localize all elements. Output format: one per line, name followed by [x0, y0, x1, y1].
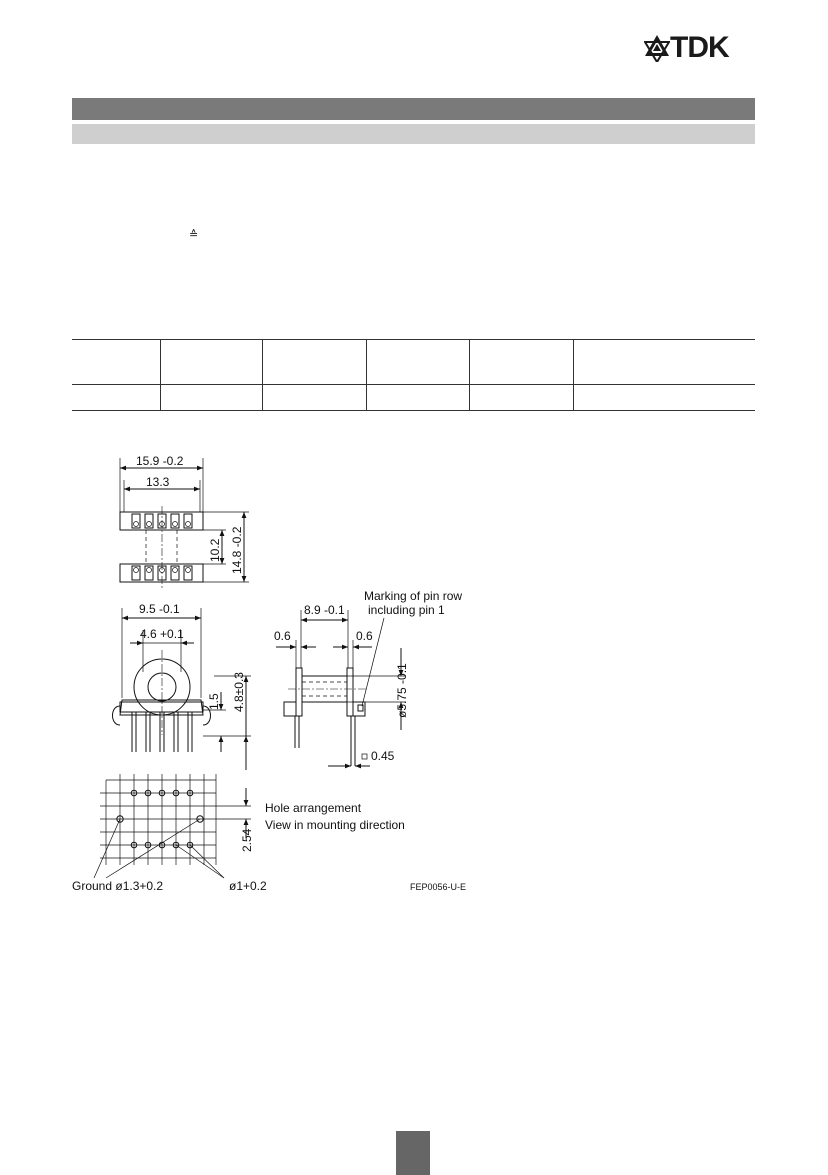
- spec-table: [72, 339, 755, 411]
- marking-label-line1: Marking of pin row: [364, 589, 462, 603]
- brand-name: TDK: [670, 31, 730, 64]
- hole-grid: [100, 774, 217, 865]
- dim-pin-offset: 1.5: [207, 693, 221, 710]
- dim-flange-left: 0.6: [274, 629, 291, 643]
- header-band-dark: [72, 98, 755, 120]
- dim-width-outer: 15.9 -0.2: [136, 454, 184, 468]
- top-view: 15.9 -0.2 13.3: [119, 454, 249, 588]
- dim-flange-right: 0.6: [356, 629, 373, 643]
- dim-side-outer: 9.5 -0.1: [139, 602, 180, 616]
- table-column-divider: [160, 339, 161, 411]
- ground-hole-label: Ground ø1.3+0.2: [72, 879, 163, 893]
- marking-label-line2: including pin 1: [368, 603, 445, 617]
- tdk-logo-mark-icon: [644, 35, 670, 62]
- corresponds-symbol: ≙: [189, 229, 199, 241]
- dim-width-inner: 13.3: [146, 475, 170, 489]
- side-view: Marking of pin row including pin 1 8.9 -…: [274, 589, 462, 769]
- front-view: 9.5 -0.1 4.6 +0.1: [112, 602, 251, 770]
- table-rule-middle: [72, 384, 755, 385]
- technical-drawing-svg: 15.9 -0.2 13.3: [72, 454, 466, 893]
- page-number-tab: [396, 1131, 430, 1175]
- hole-arrangement: 2.54 Hole arrangement View in mounting d…: [72, 774, 466, 893]
- hole-label-line2: View in mounting direction: [265, 818, 405, 832]
- dim-grid-pitch: 2.54: [240, 828, 254, 852]
- drawing-code: FEP0056-U-E: [410, 882, 466, 892]
- table-column-divider: [573, 339, 574, 411]
- dim-height-outer: 14.8 -0.2: [230, 526, 244, 574]
- dim-core-diameter: ø5.75 -0.1: [395, 663, 409, 718]
- table-column-divider: [469, 339, 470, 411]
- hole-label-line1: Hole arrangement: [265, 801, 362, 815]
- table-column-divider: [262, 339, 263, 411]
- dim-flange-width: 8.9 -0.1: [304, 603, 345, 617]
- dim-pin-height: 4.8±0.3: [232, 672, 246, 712]
- front-pins: [131, 712, 193, 752]
- dim-side-inner: 4.6 +0.1: [140, 627, 184, 641]
- pin-hole-label: ø1+0.2: [229, 879, 267, 893]
- marking-leader-line: [361, 617, 385, 707]
- tdk-logo: TDK: [644, 31, 756, 64]
- dim-pin-square: 0.45: [371, 749, 395, 763]
- table-rule-bottom: [72, 410, 755, 411]
- table-rule-top: [72, 339, 755, 340]
- dim-height-inner: 10.2: [208, 538, 222, 562]
- table-column-divider: [366, 339, 367, 411]
- coil-former-drawing: 15.9 -0.2 13.3: [66, 440, 496, 900]
- header-band-light: [72, 124, 755, 144]
